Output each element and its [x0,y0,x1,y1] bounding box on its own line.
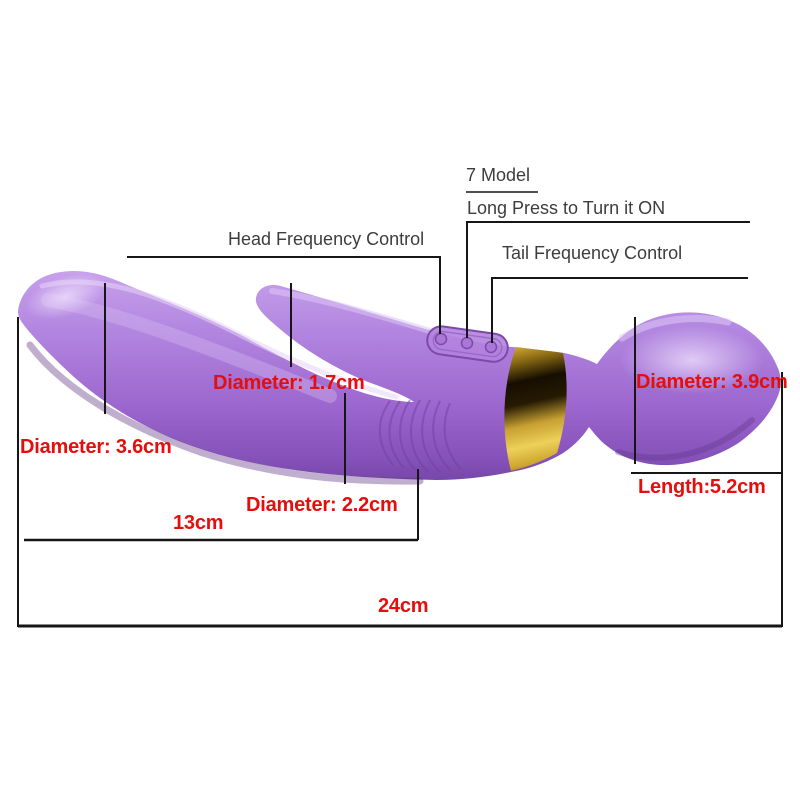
head-diameter-label: Diameter: 3.9cm [636,371,788,393]
shaft-length-label: 13cm [173,512,224,534]
head-length-label: Length:5.2cm [638,476,766,498]
device-body [18,271,781,480]
head-bottom-shadow [615,417,755,461]
model-label: 7 Model [466,165,531,185]
total-length-label: 24cm [378,595,429,617]
upper-arm-diameter-label: Diameter: 1.7cm [213,372,365,394]
mid-diameter-label: Diameter: 2.2cm [246,494,398,516]
shaft-bottom-shadow [26,341,424,485]
head-sheen [620,326,764,394]
tail-frequency-label: Tail Frequency Control [502,243,683,263]
power-pointer-line [466,221,750,338]
tail-control-pointer-line [491,277,748,343]
tip-sheen [25,272,107,320]
shaft-diameter-label: Diameter: 3.6cm [20,436,172,458]
power-instruction-label: Long Press to Turn it ON [467,198,666,218]
head-frequency-label: Head Frequency Control [228,229,425,249]
gold-band [504,347,567,471]
head-control-pointer-line [127,256,441,334]
head-top-sheen [618,315,732,342]
ribbed-texture [378,399,462,473]
